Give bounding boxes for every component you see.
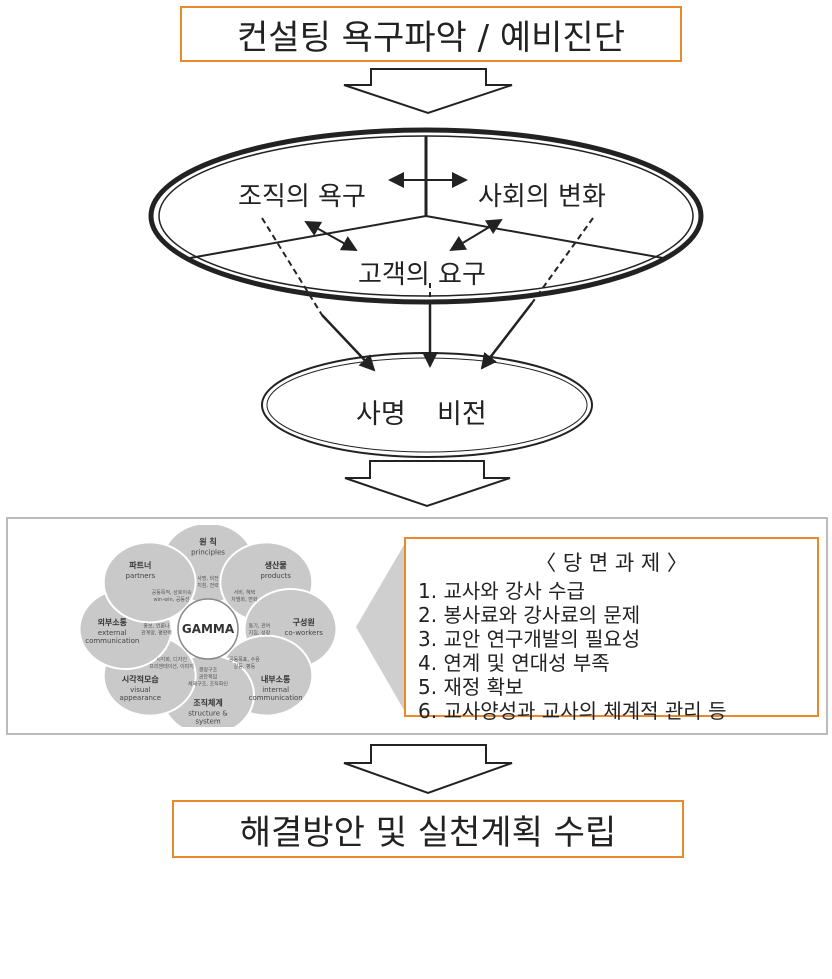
gamma-petal-subtitle: partners <box>126 572 156 580</box>
gamma-petal-subtitle: co-workers <box>285 629 324 637</box>
gamma-petal-subtitle: external <box>98 629 127 637</box>
gamma-petal-note: 동기, 관여 <box>249 623 271 630</box>
gamma-petal-subtitle: appearance <box>120 694 162 702</box>
gamma-petal <box>102 541 197 624</box>
gamma-petal-note: 홍보, 언론나 <box>143 623 170 630</box>
convergence-arrows <box>261 217 594 372</box>
gamma-center-label: GAMMA <box>181 622 235 636</box>
gamma-petal-title: 외부소통 <box>98 617 128 627</box>
gamma-petal-note: 권한책임 <box>199 674 217 681</box>
gamma-center <box>177 598 239 660</box>
gamma-petal-subtitle: internal <box>262 686 289 694</box>
gamma-petal-subtitle: communication <box>249 694 303 702</box>
issue-item-2: 2. 봉사료와 강사료의 문제 <box>418 603 641 627</box>
gamma-petal-note: 시각화, 디자인 <box>156 656 187 663</box>
issue-item-1: 1. 교사와 강사 수급 <box>418 579 585 603</box>
gamma-petal-title: 내부소통 <box>261 674 291 684</box>
gamma-petal-subtitle: structure & <box>188 710 228 718</box>
gamma-petal-note: win-win, 공동선 <box>154 596 190 603</box>
bottom-step-label: 해결방안 및 실천계획 수립 <box>239 812 617 853</box>
gamma-petal-note: 지침, 전략 <box>197 582 219 589</box>
gamma-petal-note: 체제구조, 조직화인 <box>188 681 228 688</box>
down-hollow-arrow-3 <box>343 744 513 795</box>
gamma-petal-note: 갈등, 평등 <box>234 663 256 670</box>
gamma-petal-subtitle: products <box>260 572 291 580</box>
gamma-petal-note: 서비, 혜택 <box>234 589 256 596</box>
customer-needs-label: 고객의 요구 <box>358 260 486 290</box>
gamma-petal-subtitle: visual <box>130 686 150 694</box>
org-customer-arrow <box>304 221 358 251</box>
gamma-petal-note: 프리젠테이션, 이미지 <box>149 663 194 670</box>
gamma-petal-title: 파트너 <box>129 560 151 570</box>
customer-social-arrow <box>449 218 503 252</box>
gamma-petal-subtitle: system <box>195 718 220 726</box>
gamma-petal-note: 공동목적, 상호이속 <box>152 589 192 596</box>
gamma-petal-title: 조직체계 <box>193 698 222 708</box>
issue-item-3: 3. 교안 연구개발의 필요성 <box>418 627 641 651</box>
issues-title: 〈 당 면 과 제 〉 <box>535 551 688 575</box>
gamma-petal-note: 공동목표, 수용 <box>229 657 260 663</box>
top-step-box: 컨설팅 욕구파악 / 예비진단 <box>180 6 682 62</box>
gamma-petal-title: 시각적모습 <box>122 674 159 684</box>
issue-item-4: 4. 연계 및 연대성 부족 <box>418 651 610 675</box>
top-step-label: 컨설팅 욕구파악 / 예비진단 <box>237 17 625 58</box>
social-change-label: 사회의 변화 <box>478 182 606 212</box>
issue-item-6: 6. 교사양성과 교사의 체계적 관리 등 <box>418 699 727 723</box>
vision-label: 비전 <box>437 399 487 430</box>
gamma-petal-title: 원 칙 <box>199 536 217 546</box>
gamma-petal-title: 생산물 <box>265 560 288 570</box>
org-needs-label: 조직의 욕구 <box>238 182 366 212</box>
gamma-petal-subtitle: communication <box>85 637 139 645</box>
gamma-petal-title: 구성원 <box>293 617 315 627</box>
gamma-petal-note: 지침, 성장 <box>249 630 271 637</box>
issues-box: 〈 당 면 과 제 〉 1. 교사와 강사 수급 2. 봉사료와 강사료의 문제… <box>404 537 819 723</box>
down-hollow-arrow-2 <box>344 460 511 508</box>
gamma-petal-note: 사명, 비전 <box>197 575 219 582</box>
issue-item-5: 5. 재정 확보 <box>418 675 524 699</box>
gamma-petal-subtitle: principles <box>191 548 225 556</box>
bottom-step-box: 해결방안 및 실천계획 수립 <box>172 800 684 858</box>
gamma-petal-note: 차별화, 변화 <box>231 596 258 603</box>
gamma-petal-note: 결정구조 <box>199 667 218 674</box>
small-ellipse <box>261 352 593 458</box>
gamma-petal-note: 관계망, 평판력 <box>141 630 172 637</box>
down-hollow-arrow-1 <box>343 68 513 115</box>
mission-label: 사명 <box>356 399 406 430</box>
